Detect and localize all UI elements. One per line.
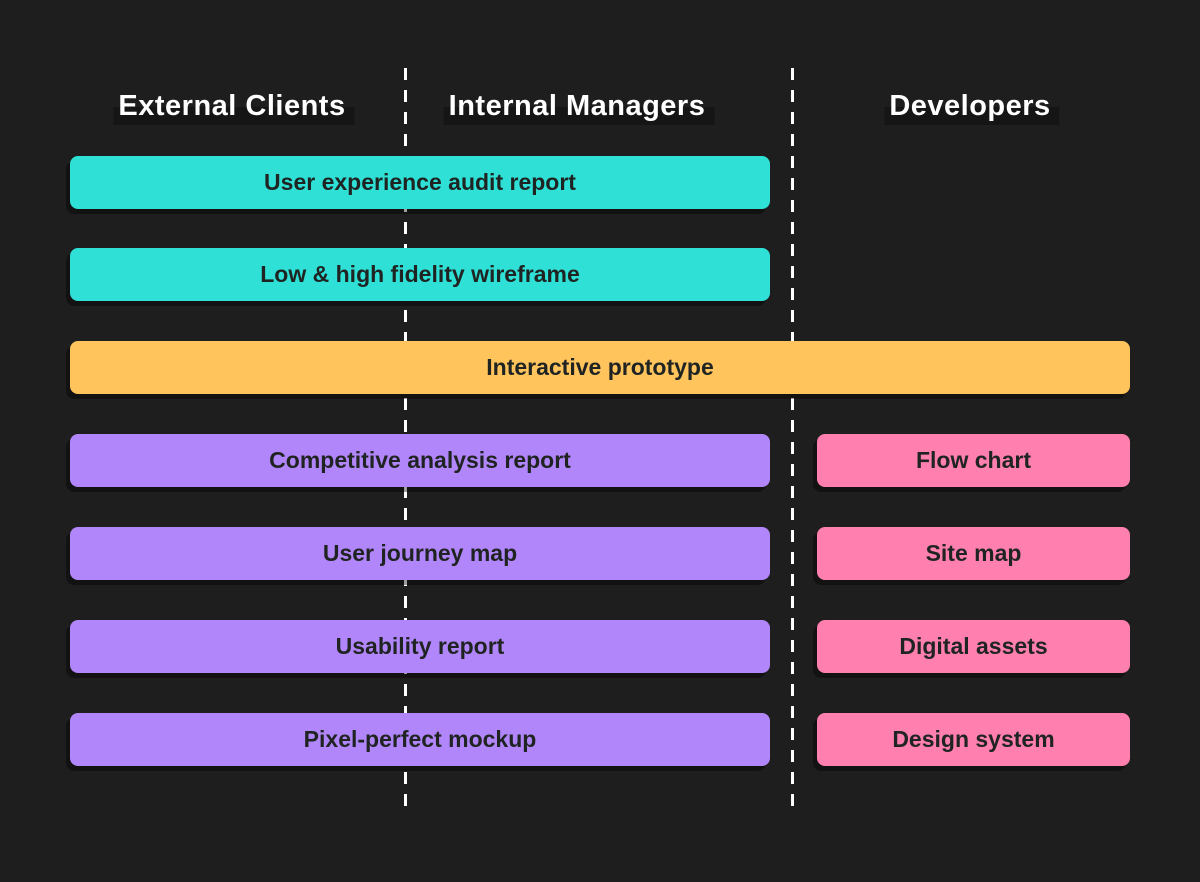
column-header-external-clients: External Clients: [113, 90, 355, 125]
column-header-internal-managers: Internal Managers: [443, 90, 715, 125]
column-header-label: Internal Managers: [443, 90, 715, 125]
bar-pixel-perfect-mockup: Pixel-perfect mockup: [70, 713, 770, 766]
bar-competitive-analysis-report: Competitive analysis report: [70, 434, 770, 487]
bar-site-map: Site map: [817, 527, 1130, 580]
bar-interactive-prototype: Interactive prototype: [70, 341, 1130, 394]
column-header-label: External Clients: [113, 90, 355, 125]
bar-user-journey-map: User journey map: [70, 527, 770, 580]
bar-user-experience-audit-report: User experience audit report: [70, 156, 770, 209]
bar-digital-assets: Digital assets: [817, 620, 1130, 673]
bar-low-high-fidelity-wireframe: Low & high fidelity wireframe: [70, 248, 770, 301]
column-header-developers: Developers: [884, 90, 1061, 125]
column-header-label: Developers: [884, 90, 1061, 125]
bar-usability-report: Usability report: [70, 620, 770, 673]
bar-design-system: Design system: [817, 713, 1130, 766]
bar-flow-chart: Flow chart: [817, 434, 1130, 487]
column-divider-2: [791, 68, 794, 810]
